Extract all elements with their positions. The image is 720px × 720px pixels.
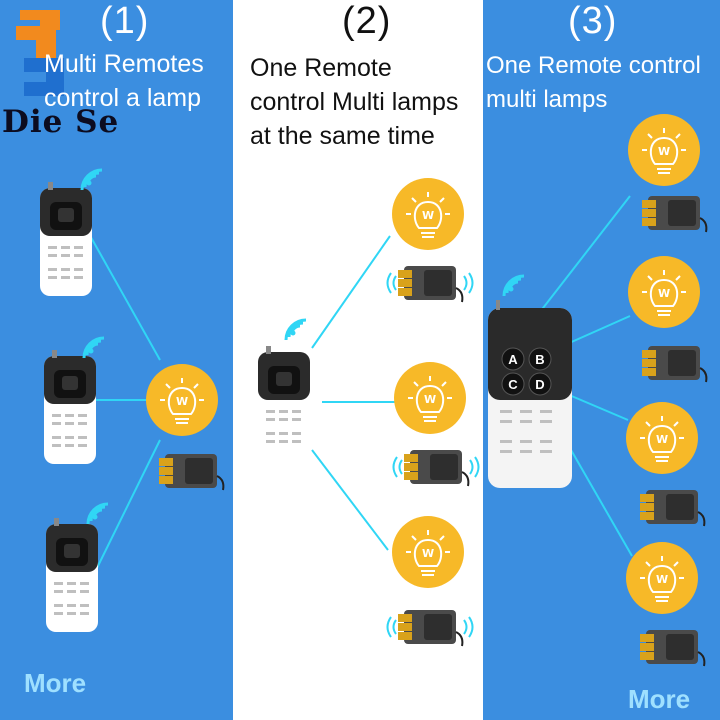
more-link[interactable]: More <box>24 668 87 698</box>
brand-logo <box>0 0 120 140</box>
remote-control-icon <box>488 300 572 488</box>
relay-module-icon <box>158 453 225 491</box>
logo-mark-icon <box>16 10 64 96</box>
remote-button-d: D <box>535 377 544 392</box>
lamp-icon <box>625 401 699 475</box>
lamp-icon <box>391 177 465 251</box>
relay-module-icon <box>397 609 464 647</box>
signal-lines-panel-1 <box>87 231 161 571</box>
remote-control-icon <box>258 346 310 460</box>
more-link[interactable]: More <box>628 684 691 714</box>
lamp-icon <box>627 255 701 329</box>
lamp-icon <box>391 515 465 589</box>
relay-module-icon <box>641 195 708 233</box>
wifi-signal-icon <box>284 318 308 342</box>
lamp-icon <box>145 363 219 437</box>
brand-name: Die Se <box>2 104 120 140</box>
panel-multi-remotes <box>0 0 233 720</box>
wifi-signal-icon <box>82 336 106 360</box>
relay-module-icon <box>641 345 708 383</box>
panel-caption-line1: One Remote <box>250 54 392 82</box>
panel-number: (1) <box>100 0 150 42</box>
wifi-signal-icon <box>80 168 104 192</box>
remote-control-icon <box>46 518 98 632</box>
wifi-signal-icon <box>86 502 110 526</box>
panel-number: (3) <box>568 0 618 42</box>
panel-caption-line2: control a lamp <box>44 84 202 112</box>
relay-module-icon <box>639 489 706 527</box>
panel-caption-line1: Multi Remotes <box>44 50 204 78</box>
remote-button-a: A <box>508 352 518 367</box>
relay-module-icon <box>639 629 706 667</box>
panel-caption-line2: multi lamps <box>486 86 608 113</box>
signal-lines-panel-2 <box>311 235 398 551</box>
lamp-icon <box>393 361 467 435</box>
remote-button-b: B <box>535 352 544 367</box>
panel-caption-line3: at the same time <box>250 122 435 150</box>
panel-caption-line2: control Multi lamps <box>250 88 459 116</box>
wifi-signal-icon <box>502 274 526 298</box>
remote-control-icon <box>40 182 92 296</box>
panel-caption-line1: One Remote control <box>486 52 701 79</box>
lamp-icon <box>625 541 699 615</box>
remote-button-c: C <box>508 377 518 392</box>
panel-number: (2) <box>342 0 392 42</box>
lamp-icon <box>627 113 701 187</box>
relay-module-icon <box>403 449 470 487</box>
remote-control-icon <box>44 350 96 464</box>
relay-module-icon <box>397 265 464 303</box>
